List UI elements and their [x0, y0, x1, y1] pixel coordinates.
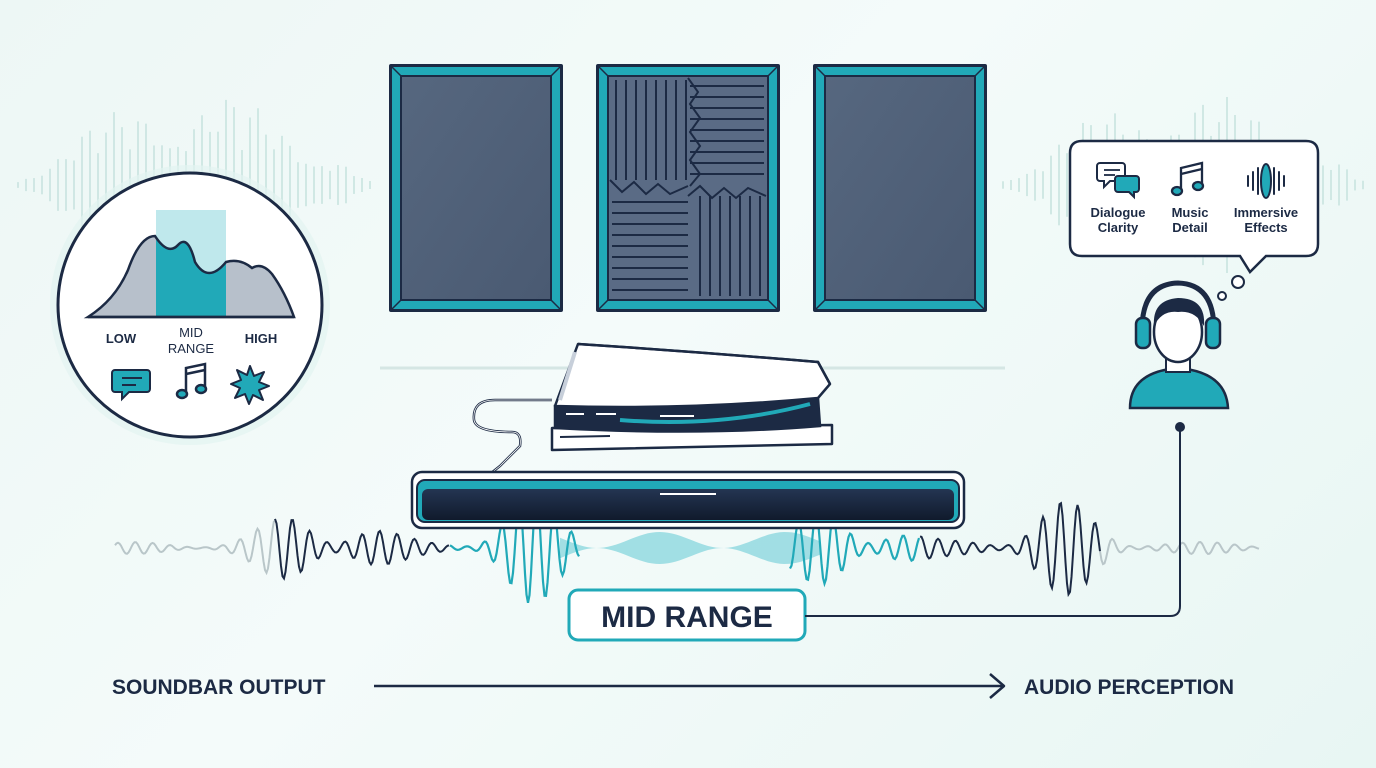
perception-item-2-line1: Music	[1172, 205, 1209, 220]
perception-item-3-line1: Immersive	[1234, 205, 1298, 220]
acoustic-panel-left	[389, 64, 563, 312]
perception-bubble: Dialogue Clarity Music Detail Immersive …	[1068, 139, 1320, 274]
spectrum-outline	[83, 234, 296, 319]
listener-person	[1128, 280, 1230, 410]
flow-end-label: AUDIO PERCEPTION	[1024, 676, 1234, 699]
headphones-icon	[1134, 280, 1222, 350]
spectrum-low-label: LOW	[106, 331, 137, 346]
thought-dot-large	[1231, 275, 1245, 289]
mid-range-label: MID RANGE	[601, 601, 773, 634]
game-console	[550, 342, 834, 452]
music-note-icon	[175, 362, 208, 400]
burst-icon	[230, 365, 270, 405]
mid-range-callout: MID RANGE	[567, 588, 807, 642]
spectrum-curve-low	[90, 236, 156, 317]
waveform-icon	[1247, 163, 1285, 199]
spectrum-mid-label-line1: MID	[179, 325, 203, 340]
spectrum-high-label: HIGH	[245, 331, 278, 346]
perception-item-2-line2: Detail	[1172, 220, 1207, 235]
dialogue-icon	[1096, 162, 1140, 200]
spectrum-curve-mid	[156, 236, 226, 317]
perception-item-1-line1: Dialogue	[1091, 205, 1146, 220]
chat-bubble-icon	[111, 369, 151, 402]
flow-start-label: SOUNDBAR OUTPUT	[112, 676, 326, 699]
hdmi-cable	[472, 398, 552, 475]
connector-dot	[1175, 422, 1185, 432]
flow-arrow	[374, 673, 1006, 699]
perception-item-3-line2: Effects	[1244, 220, 1287, 235]
spectrum-curve-high	[226, 260, 294, 317]
sound-waveform	[114, 492, 1260, 604]
connector-line	[805, 428, 1181, 617]
thought-dot-small	[1217, 291, 1227, 301]
perception-item-1-line2: Clarity	[1098, 220, 1139, 235]
acoustic-panel-right	[813, 64, 987, 312]
music-note-icon	[1170, 161, 1205, 197]
acoustic-panel-center	[596, 64, 780, 312]
soundbar	[410, 470, 966, 530]
frequency-spectrum-inset: LOW MID RANGE HIGH	[50, 165, 330, 445]
spectrum-mid-label-line2: RANGE	[168, 341, 215, 356]
